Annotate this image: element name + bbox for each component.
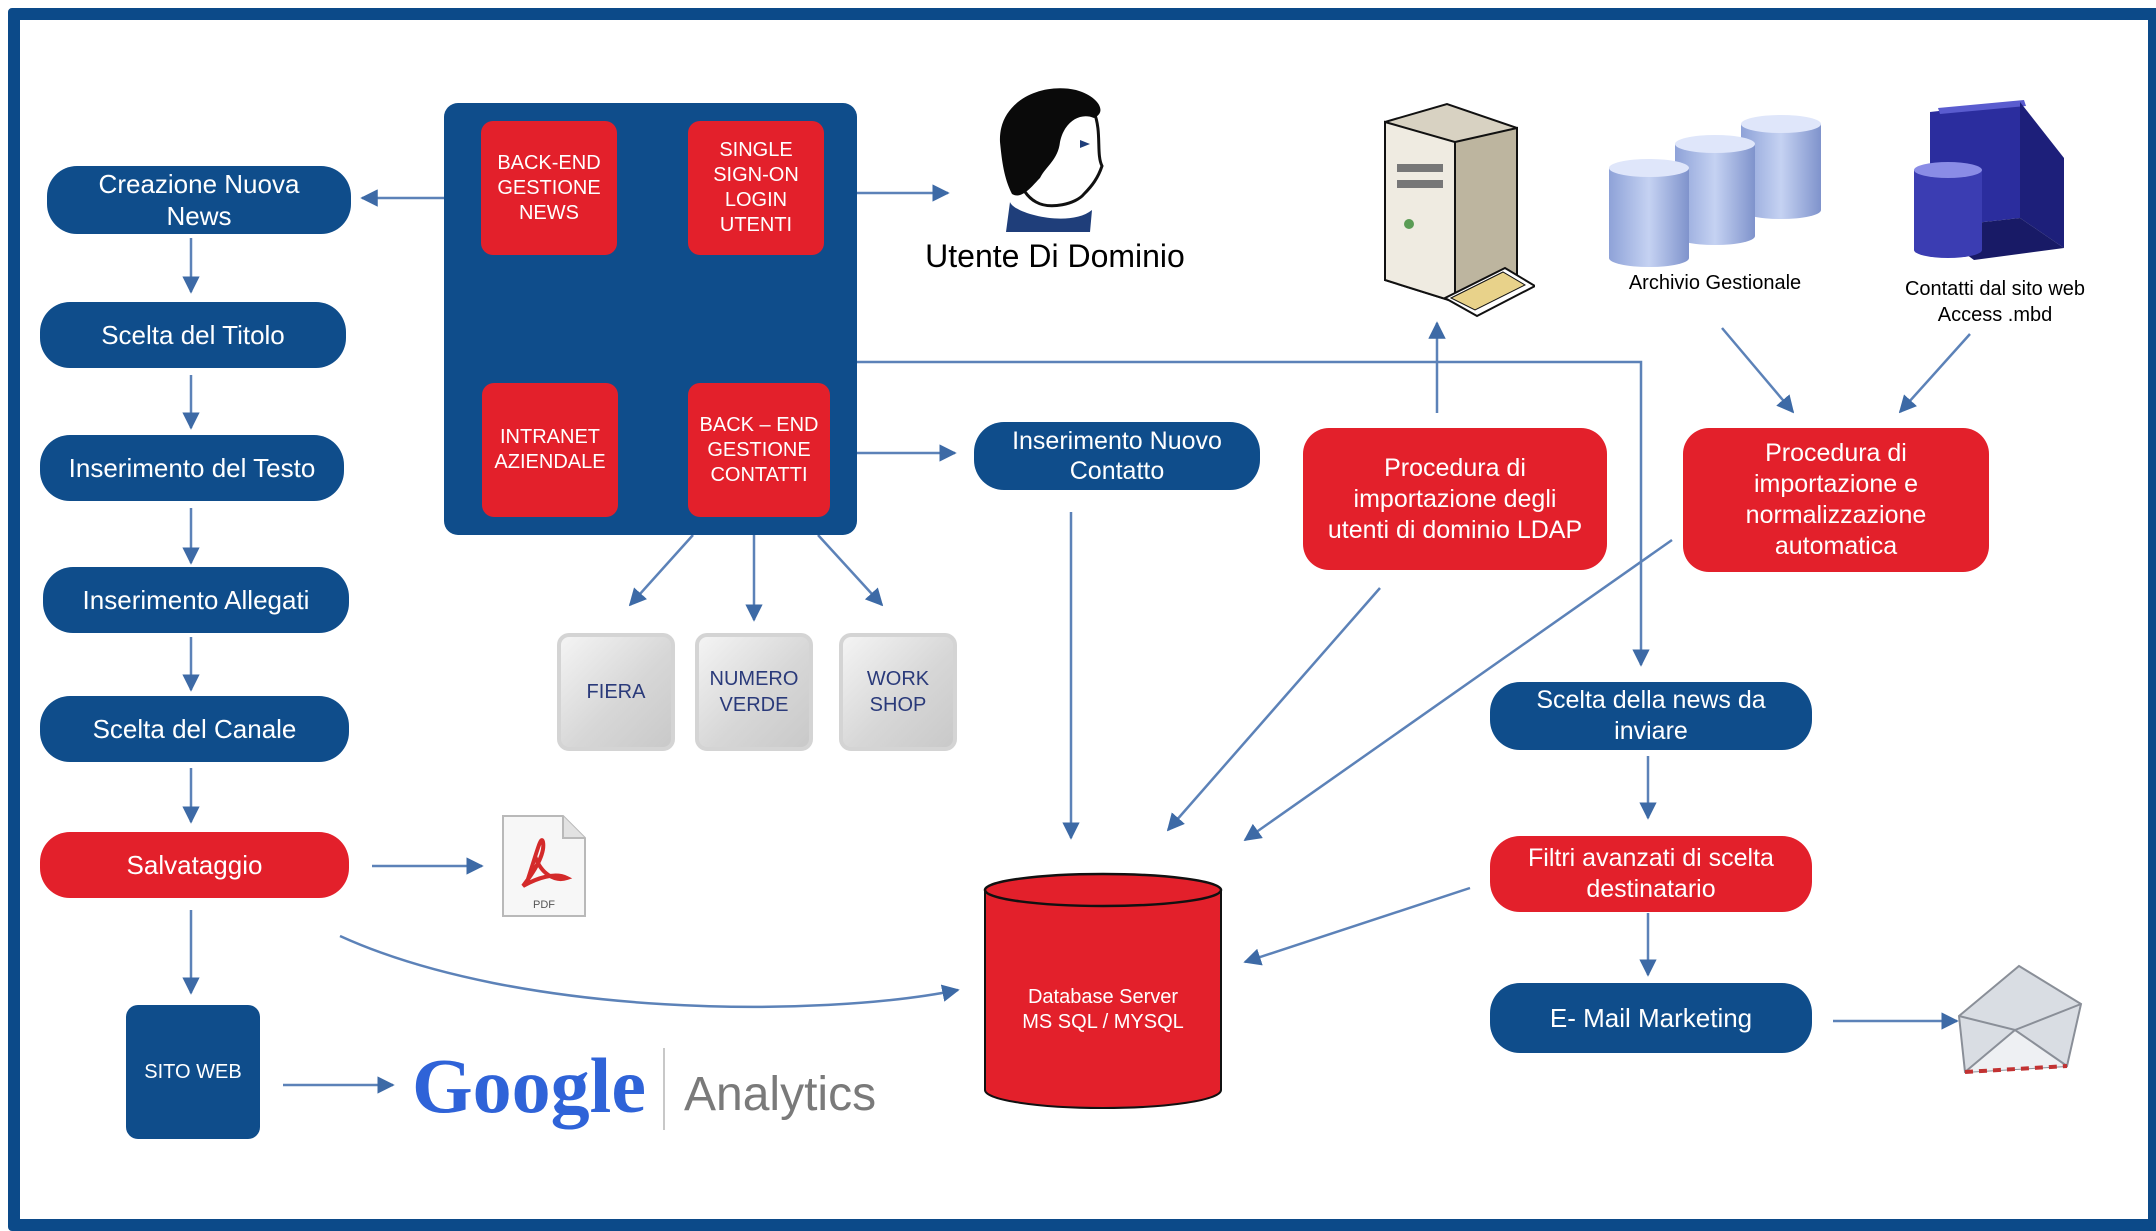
step-salvataggio[interactable]: Salvataggio — [40, 832, 349, 898]
tile-backend-contacts-line3: CONTATTI — [710, 463, 808, 486]
tile-backend-contacts-line1: BACK – END — [699, 413, 819, 436]
news-select-line2: inviare — [1614, 717, 1688, 745]
channel-fiera-text: FIERA — [587, 679, 646, 705]
ldap-text: Procedura di importazione degli utenti d… — [1328, 453, 1582, 546]
tile-intranet-line2: AZIENDALE — [494, 451, 606, 473]
tile-intranet-text: INTRANET AZIENDALE — [494, 425, 605, 475]
channel-numero-line2: VERDE — [719, 694, 789, 716]
channel-fiera-line1: FIERA — [586, 681, 646, 703]
analytics-wordmark: Analytics — [684, 1068, 876, 1121]
step-titolo-label: Scelta del Titolo — [101, 320, 285, 350]
tile-sso-line1: SINGLE — [719, 139, 793, 161]
ldap-line2: importazione degli — [1353, 484, 1557, 513]
step-scelta-titolo[interactable]: Scelta del Titolo — [40, 302, 346, 368]
access-contacts-icon — [1910, 98, 2070, 268]
auto-import-line1: Procedura di — [1765, 439, 1907, 467]
server-icon — [1375, 102, 1538, 322]
tile-sso-text: SINGLE SIGN-ON LOGIN UTENTI — [713, 138, 799, 238]
auto-import-text: Procedura di importazione e normalizzazi… — [1746, 438, 1927, 562]
procedura-importazione-ldap[interactable]: Procedura di importazione degli utenti d… — [1303, 428, 1607, 570]
sito-web-box[interactable]: SITO WEB — [126, 1005, 260, 1139]
step-inserimento-allegati[interactable]: Inserimento Allegati — [43, 567, 349, 633]
step-salvataggio-label: Salvataggio — [126, 850, 263, 880]
channel-workshop-line1: WORK — [866, 668, 930, 690]
step-testo-label: Inserimento del Testo — [68, 453, 316, 483]
domain-user-label: Utente Di Dominio — [925, 238, 1185, 274]
contacts-label: Contatti dal sito web Access .mbd — [1870, 276, 2120, 328]
auto-import-line4: automatica — [1774, 532, 1898, 560]
auto-import-line2: importazione e — [1754, 470, 1918, 498]
pdf-label: PDF — [533, 899, 555, 911]
database-label: Database Server MS SQL / MYSQL — [983, 985, 1223, 1035]
contacts-line2: Access .mbd — [1937, 304, 2053, 326]
tile-intranet-aziendale[interactable]: INTRANET AZIENDALE — [482, 383, 618, 517]
tile-sso-line4: UTENTI — [719, 214, 793, 236]
step-creazione-nuova-news[interactable]: Creazione Nuova News — [47, 166, 351, 234]
database-cylinder[interactable] — [983, 872, 1223, 1112]
inserimento-nuovo-contatto[interactable]: Inserimento Nuovo Contatto — [974, 422, 1260, 490]
new-contact-text: Inserimento Nuovo Contatto — [1012, 426, 1222, 486]
tile-sso-line3: LOGIN — [724, 189, 788, 211]
step-canale-label: Scelta del Canale — [92, 714, 297, 744]
step-scelta-canale[interactable]: Scelta del Canale — [40, 696, 349, 762]
tile-single-sign-on[interactable]: SINGLE SIGN-ON LOGIN UTENTI — [688, 121, 824, 255]
envelope-icon — [1955, 958, 2085, 1078]
channel-numero-line1: NUMERO — [709, 668, 799, 690]
sito-web-label: SITO WEB — [144, 1060, 242, 1083]
archive-database-icon — [1605, 112, 1825, 272]
database-line1: Database Server — [1027, 986, 1179, 1008]
channel-workshop-text: WORK SHOP — [867, 666, 929, 718]
contacts-line1: Contatti dal sito web — [1904, 278, 2086, 300]
channel-workshop-line2: SHOP — [869, 694, 927, 716]
ldap-line3: utenti di dominio LDAP — [1327, 515, 1583, 544]
pdf-document-icon[interactable]: PDF — [497, 812, 591, 922]
google-analytics-logo: Google Analytics — [410, 1040, 880, 1136]
news-select-text: Scelta della news da inviare — [1536, 685, 1765, 747]
filters-line1: Filtri avanzati di scelta — [1528, 844, 1774, 872]
news-select-line1: Scelta della news da — [1536, 686, 1766, 714]
channel-numero-verde-text: NUMERO VERDE — [710, 666, 799, 718]
filtri-avanzati-destinatario[interactable]: Filtri avanzati di scelta destinatario — [1490, 836, 1812, 912]
email-marketing-button[interactable]: E- Mail Marketing — [1490, 983, 1812, 1053]
tile-backend-contacts-text: BACK – END GESTIONE CONTATTI — [700, 413, 819, 488]
auto-import-line3: normalizzazione — [1745, 501, 1927, 529]
channel-numero-verde[interactable]: NUMERO VERDE — [695, 633, 813, 751]
ldap-line1: Procedura di — [1384, 453, 1526, 482]
tile-backend-contacts[interactable]: BACK – END GESTIONE CONTATTI — [688, 383, 830, 517]
tile-intranet-line1: INTRANET — [500, 426, 600, 448]
step-allegati-label: Inserimento Allegati — [82, 585, 310, 615]
tile-backend-news-line2: GESTIONE — [497, 176, 601, 199]
new-contact-line1: Inserimento Nuovo — [1012, 427, 1222, 455]
step-inserimento-testo[interactable]: Inserimento del Testo — [40, 435, 344, 501]
tile-sso-line2: SIGN-ON — [713, 164, 799, 186]
google-wordmark: Google — [412, 1042, 646, 1129]
database-line2: MS SQL / MYSQL — [1022, 1011, 1184, 1033]
tile-backend-news-line1: BACK-END — [497, 151, 601, 174]
scelta-news-da-inviare[interactable]: Scelta della news da inviare — [1490, 682, 1812, 750]
channel-workshop[interactable]: WORK SHOP — [839, 633, 957, 751]
new-contact-line2: Contatto — [1069, 457, 1165, 485]
tile-backend-news-text: BACK-END GESTIONE NEWS — [497, 151, 600, 226]
step-creazione-label: Creazione Nuova News — [98, 169, 300, 231]
filters-text: Filtri avanzati di scelta destinatario — [1528, 843, 1774, 905]
tile-backend-news-line3: NEWS — [518, 201, 579, 224]
channel-fiera[interactable]: FIERA — [557, 633, 675, 751]
tile-backend-contacts-line2: GESTIONE — [707, 438, 811, 461]
tile-backend-news[interactable]: BACK-END GESTIONE NEWS — [481, 121, 617, 255]
filters-line2: destinatario — [1586, 875, 1716, 903]
archive-label: Archivio Gestionale — [1628, 272, 1802, 294]
procedura-importazione-automatica[interactable]: Procedura di importazione e normalizzazi… — [1683, 428, 1989, 572]
domain-user-icon — [980, 82, 1120, 232]
email-marketing-label: E- Mail Marketing — [1549, 1003, 1753, 1033]
